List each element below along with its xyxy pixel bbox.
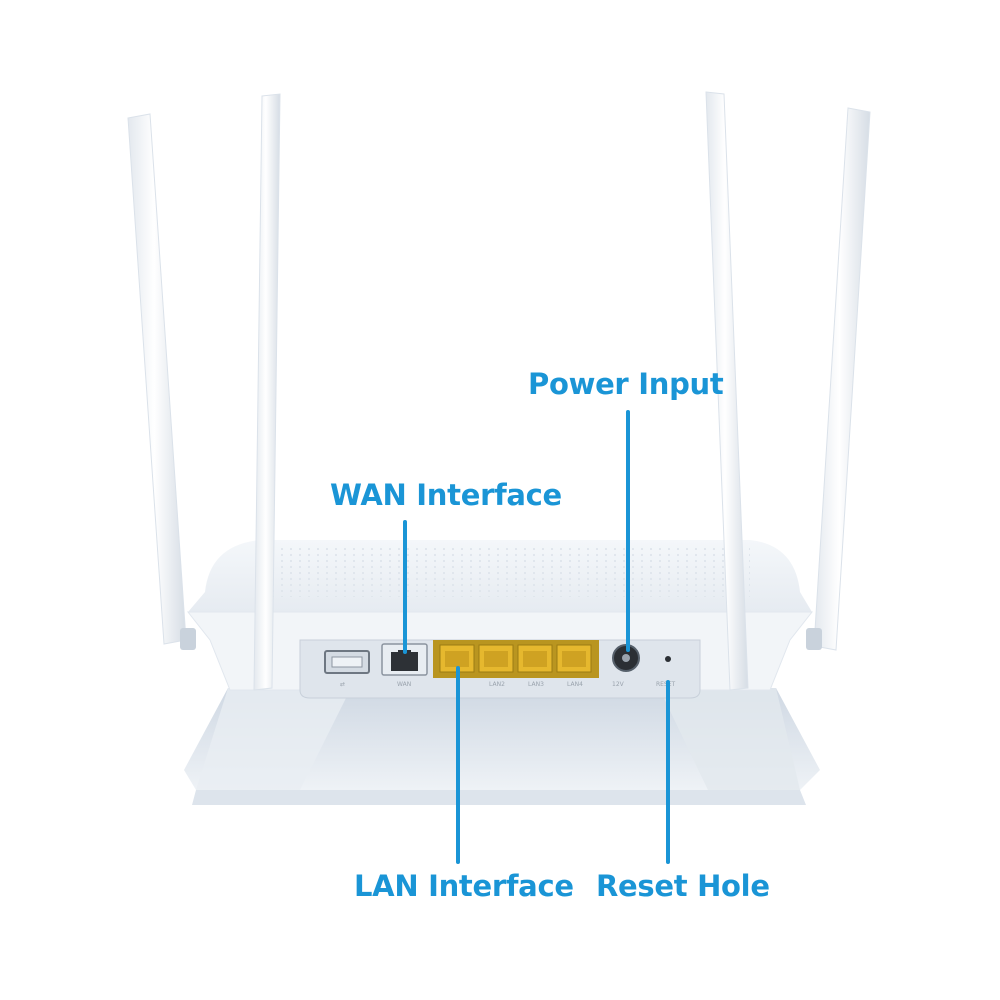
antenna-icon: [127, 113, 187, 645]
reset-hole-label: Reset Hole: [596, 869, 770, 903]
router-stand: [184, 688, 820, 805]
svg-text:LAN4: LAN4: [567, 681, 583, 688]
reset-hole-icon: RESET: [656, 656, 676, 688]
ethernet-port-icon: [478, 644, 514, 673]
power-jack-icon: 12V: [612, 644, 640, 688]
svg-text:LAN2: LAN2: [489, 681, 505, 688]
antenna-icon: [253, 93, 281, 691]
usb-port-icon: ⇄: [324, 650, 370, 688]
port-panel: ⇄ WAN LAN2: [299, 639, 701, 699]
svg-text:12V: 12V: [612, 681, 625, 688]
svg-text:RESET: RESET: [656, 681, 676, 688]
power-input-label: Power Input: [528, 367, 724, 401]
svg-text:⇄: ⇄: [340, 681, 345, 688]
callout-lines: [403, 410, 670, 864]
antenna-icon: [705, 91, 749, 691]
svg-text:LAN3: LAN3: [528, 681, 544, 688]
ethernet-port-icon: [556, 644, 592, 673]
antenna-icon: [813, 107, 871, 651]
lan-interface-label: LAN Interface: [354, 869, 574, 903]
wan-interface-label: WAN Interface: [330, 478, 562, 512]
ethernet-port-icon: [517, 644, 553, 673]
svg-text:WAN: WAN: [397, 681, 411, 688]
